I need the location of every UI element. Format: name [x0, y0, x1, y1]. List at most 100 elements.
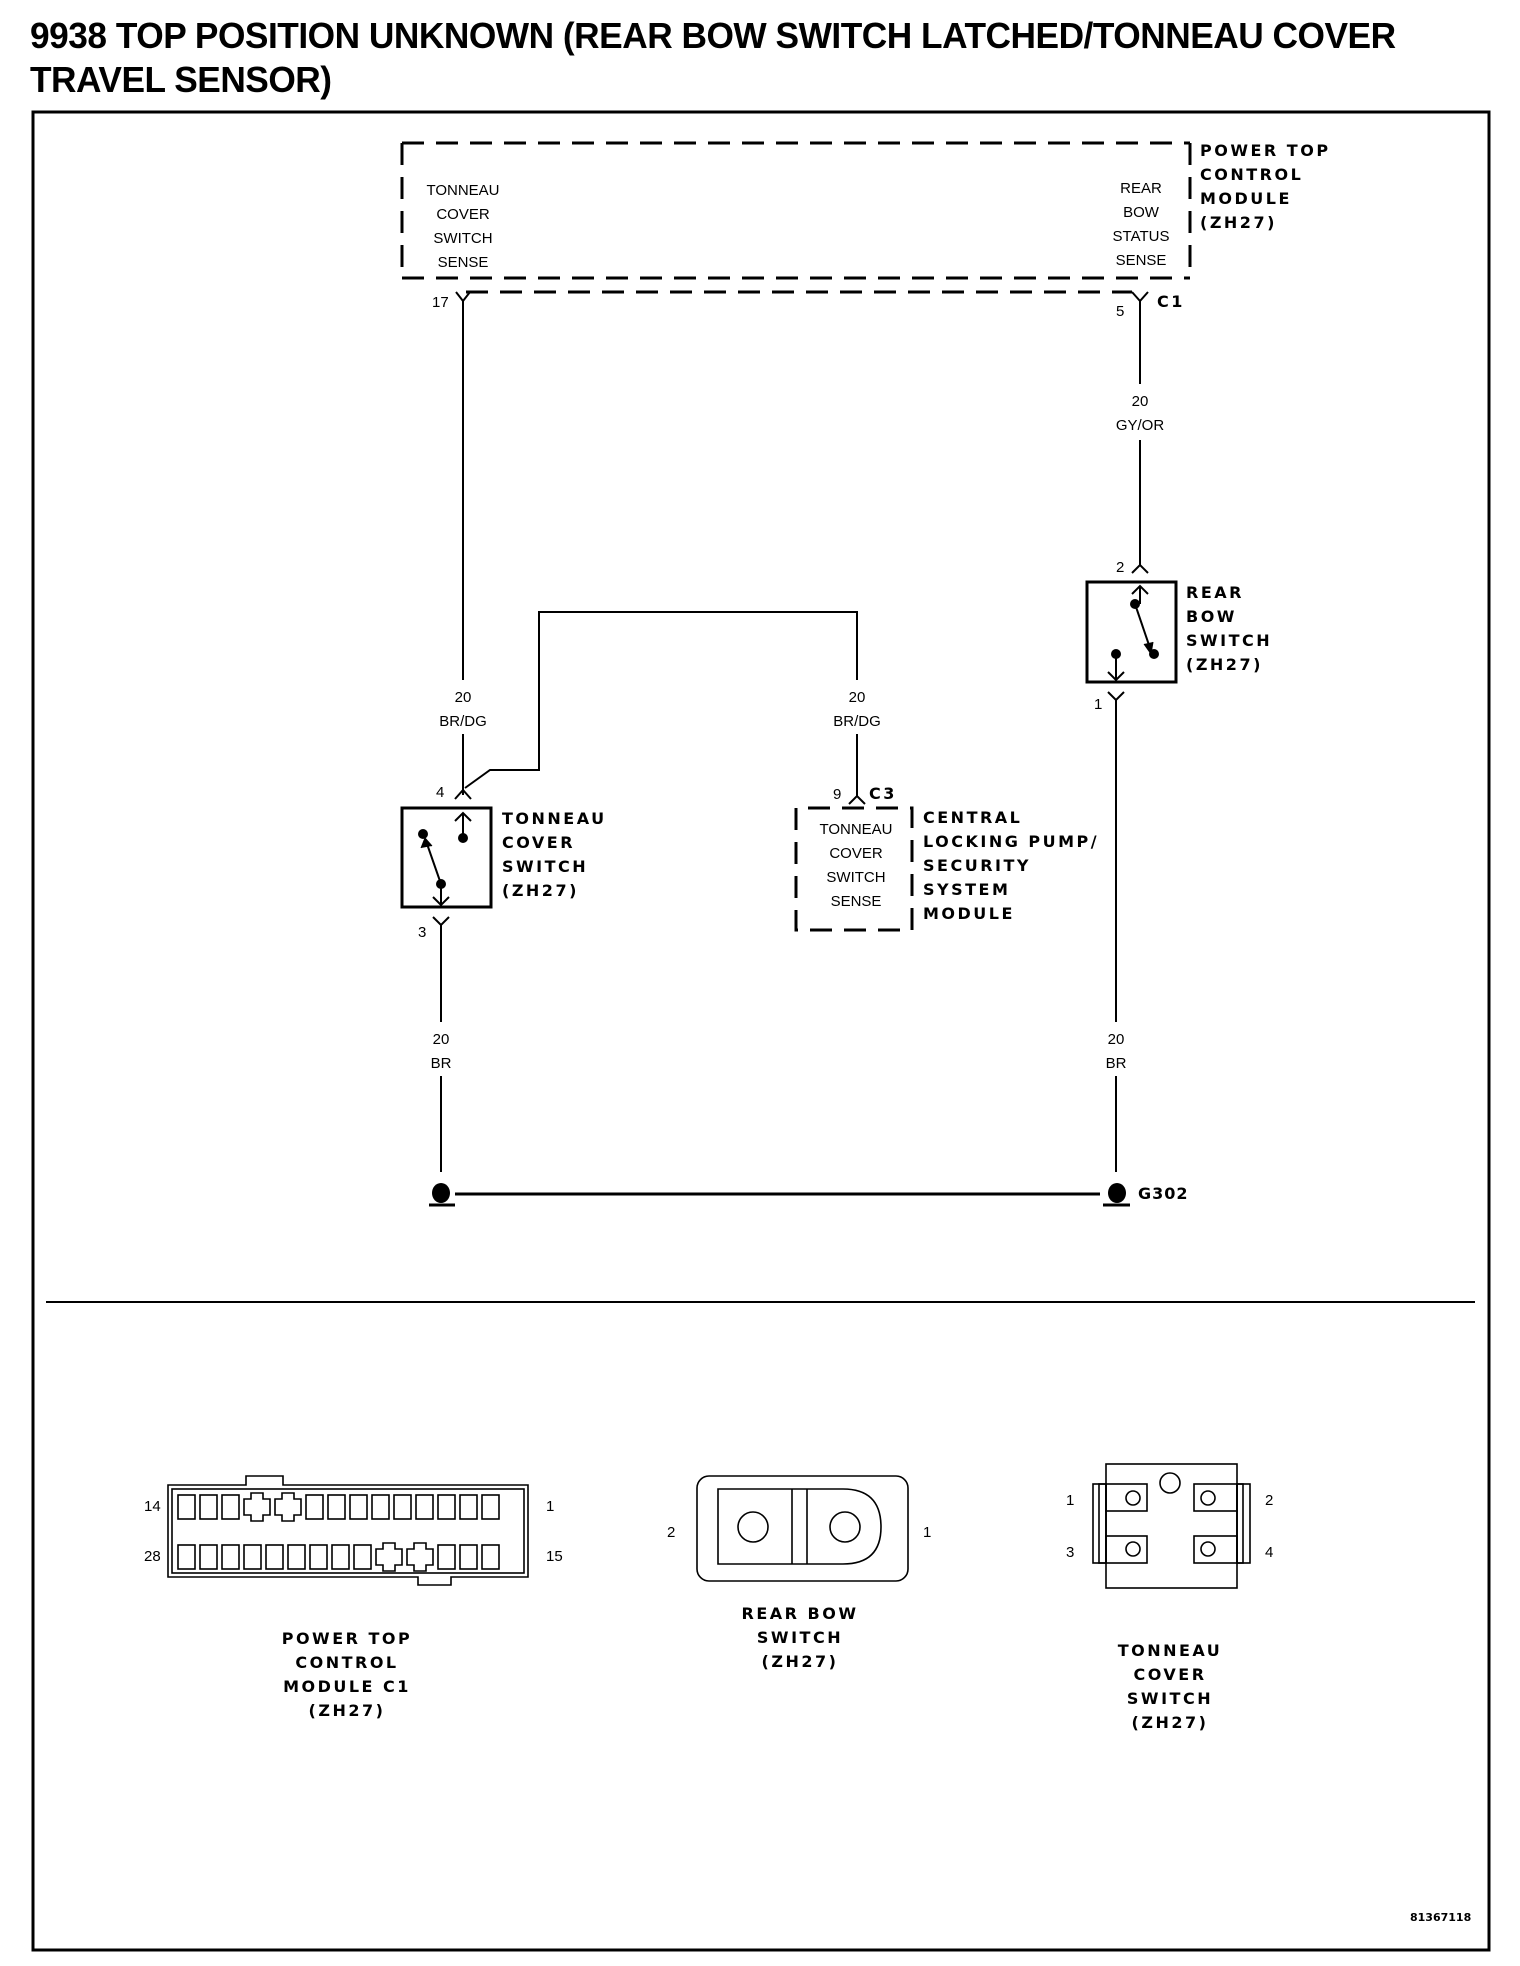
ground-g302: G302: [429, 1183, 1189, 1207]
cavity: [371, 1494, 390, 1520]
pin-2-label: 2: [1265, 1492, 1273, 1509]
cavity: [1125, 1541, 1141, 1557]
clpssm-name-line: LOCKING PUMP/: [923, 832, 1099, 851]
wire-color-label: BR/DG: [833, 713, 881, 730]
cavity: [199, 1494, 218, 1520]
connector-c1-label: C1: [1157, 292, 1185, 311]
pin-1-label: 1: [923, 1524, 931, 1541]
pin-5-label: 5: [1116, 303, 1124, 320]
tonneau-cover-switch: 4 TONNEAU COVER SWITCH (ZH27) 3: [400, 784, 604, 941]
ground-splice-right: [1108, 1183, 1126, 1203]
cavity: [1200, 1541, 1216, 1557]
cavity: [481, 1544, 500, 1570]
pin-9-terminal: [848, 794, 866, 805]
cavity: [265, 1544, 284, 1570]
pin-2-label: 2: [667, 1524, 675, 1541]
wire-gauge-label: 20: [1108, 1031, 1125, 1048]
pin-4-label: 4: [436, 784, 444, 801]
connector-name-line: SWITCH: [1127, 1689, 1213, 1708]
connector-name-line: SWITCH: [757, 1628, 843, 1647]
clpssm-sense-line: SENSE: [831, 893, 882, 910]
wire-color-label: BR/DG: [439, 713, 487, 730]
connector-name-line: (ZH27): [309, 1701, 386, 1720]
rear-bow-switch-name-line: (ZH27): [1186, 655, 1263, 674]
pin-9-label: 9: [833, 786, 841, 803]
cavity: [177, 1494, 196, 1520]
connector-view-ptcm-c1: 14 1 28 15 POWER TOP CONTROL MODULE C1 (…: [144, 1475, 563, 1720]
rear-bow-switch-name-line: REAR: [1186, 583, 1244, 602]
ptcm-right-sense-line: REAR: [1120, 180, 1162, 197]
connector-c3-label: C3: [869, 784, 897, 803]
clpssm-sense-line: SWITCH: [826, 869, 885, 886]
pin-3-terminal: [432, 916, 450, 927]
ptcm-right-sense-line: BOW: [1123, 204, 1160, 221]
clpssm-name-line: MODULE: [923, 904, 1015, 923]
cavity: [1200, 1490, 1216, 1506]
connector-name-line: CONTROL: [295, 1653, 398, 1672]
cavity: [459, 1544, 478, 1570]
wire-gauge-label: 20: [455, 689, 472, 706]
ground-splice-left: [432, 1183, 450, 1203]
wire-color-label: BR: [1106, 1055, 1127, 1072]
cavity: [305, 1494, 324, 1520]
tonneau-switch-name-line: SWITCH: [502, 857, 588, 876]
wire-br-dg-splice: [464, 611, 858, 789]
power-top-control-module: TONNEAU COVER SWITCH SENSE REAR BOW STAT…: [400, 141, 1331, 294]
rear-bow-switch-name-line: BOW: [1186, 607, 1237, 626]
pin-17-label: 17: [432, 294, 449, 311]
cavity: [406, 1542, 434, 1572]
ptcm-left-sense-line: TONNEAU: [426, 182, 499, 199]
cavity-row-bottom: [177, 1542, 500, 1572]
pin-1-label: 1: [1094, 696, 1102, 713]
cavity: [829, 1511, 861, 1543]
pin-4-terminal: [454, 788, 472, 800]
switch-contact: [418, 829, 428, 839]
ptcm-right-sense-line: STATUS: [1113, 228, 1170, 245]
wire-color-label: BR: [431, 1055, 452, 1072]
tonneau-switch-body: [400, 806, 493, 909]
ptcm-left-sense-line: SENSE: [438, 254, 489, 271]
ptcm-name-line: CONTROL: [1200, 165, 1303, 184]
ptcm-left-sense-line: COVER: [436, 206, 490, 223]
page-title: 9938 TOP POSITION UNKNOWN (REAR BOW SWIT…: [30, 15, 1396, 100]
connector-view-tonneau-cover-switch: 1 2 3 4 TONNEAU COVER SWITCH (ZH27): [1066, 1463, 1273, 1732]
cavity: [243, 1492, 271, 1522]
ground-label: G302: [1138, 1184, 1189, 1203]
pin-3-label: 3: [1066, 1544, 1074, 1561]
clpssm-name-line: CENTRAL: [923, 808, 1022, 827]
connector-name-line: COVER: [1133, 1665, 1206, 1684]
pin-5-terminal: 5 C1: [1116, 291, 1185, 320]
tonneau-switch-name-line: COVER: [502, 833, 575, 852]
switch-contact: [1149, 649, 1159, 659]
pin-1-terminal: [1107, 691, 1125, 702]
wire-gauge-label: 20: [1132, 393, 1149, 410]
connector-name-line: (ZH27): [762, 1652, 839, 1671]
cavity: [327, 1494, 346, 1520]
cavity: [331, 1544, 350, 1570]
pin-2-label: 2: [1116, 559, 1124, 576]
ptcm-right-sense-line: SENSE: [1116, 252, 1167, 269]
wire-gauge-label: 20: [849, 689, 866, 706]
connector-name-line: (ZH27): [1132, 1713, 1209, 1732]
cavity: [737, 1511, 769, 1543]
cavity: [309, 1544, 328, 1570]
connector-name-line: POWER TOP: [282, 1629, 413, 1648]
rear-bow-switch-name-line: SWITCH: [1186, 631, 1272, 650]
cavity: [353, 1544, 372, 1570]
cavity: [437, 1494, 456, 1520]
rear-bow-switch: 2 REAR BOW SWITCH (ZH27) 1: [1085, 559, 1272, 713]
central-locking-pump-security-module: 9 C3 TONNEAU COVER SWITCH SENSE CENTRAL …: [794, 784, 1099, 932]
connector-view-rear-bow-switch: 2 1 REAR BOW SWITCH (ZH27): [667, 1475, 931, 1671]
rear-bow-switch-body: [1085, 580, 1178, 684]
cavity: [221, 1544, 240, 1570]
connector-name-line: REAR BOW: [742, 1604, 859, 1623]
cavity: [349, 1494, 368, 1520]
cavity: [221, 1494, 240, 1520]
cavity: [199, 1544, 218, 1570]
connector-name-line: TONNEAU: [1118, 1641, 1223, 1660]
cavity: [437, 1544, 456, 1570]
connector-name-line: MODULE C1: [283, 1677, 411, 1696]
ptcm-name-line: MODULE: [1200, 189, 1292, 208]
ptcm-name-line: POWER TOP: [1200, 141, 1331, 160]
